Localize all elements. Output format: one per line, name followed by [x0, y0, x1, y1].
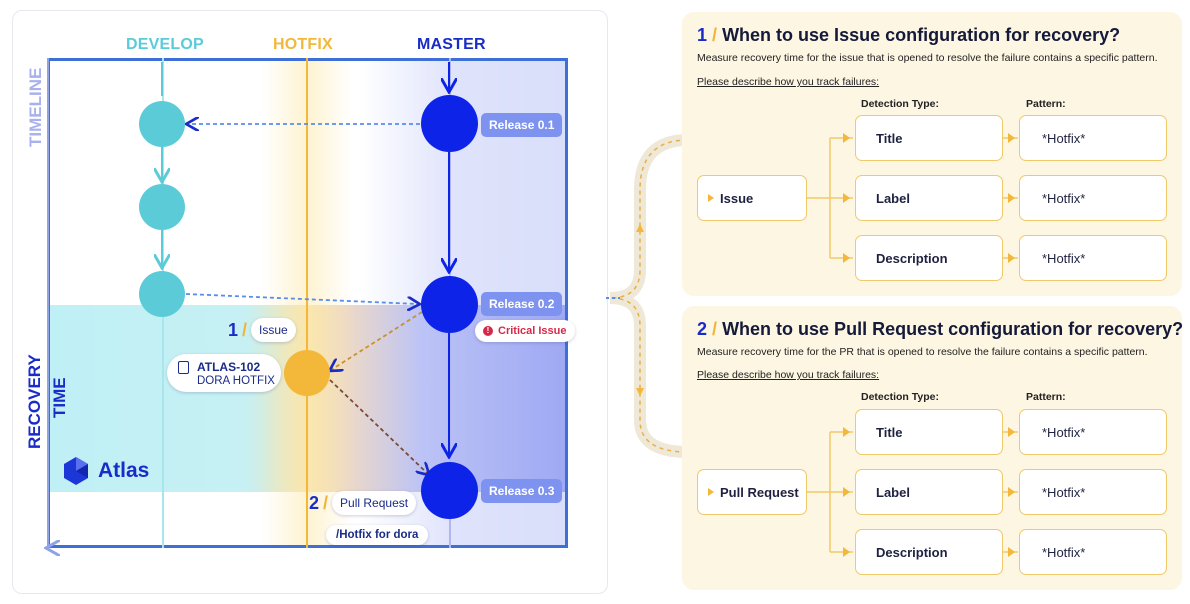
pr-panel-question: Please describe how you track failures:: [697, 369, 880, 381]
step2-pr-bubble: Pull Request: [332, 491, 417, 515]
step1-issue-bubble: Issue: [251, 318, 296, 342]
step2-number: 2: [309, 492, 320, 513]
pr-type-label[interactable]: Label: [855, 469, 1003, 515]
release02-to-hotfix: [331, 311, 423, 370]
issue-detection-caption: Detection Type:: [861, 98, 939, 110]
step1-slash: /: [242, 319, 248, 340]
issue-panel-slash: /: [712, 25, 718, 45]
develop-to-release02: [185, 293, 418, 304]
hotfix-lane-line: [306, 58, 308, 548]
pr-tree-lines: [807, 427, 1018, 557]
issue-source-label: Issue: [720, 190, 754, 206]
step1-indicator: 1 / Issue: [228, 318, 296, 342]
timeline-axis: [47, 58, 49, 548]
pr-pattern-label[interactable]: *Hotfix*: [1019, 469, 1167, 515]
lane-header-master: MASTER: [417, 36, 486, 53]
release-badge-03: Release 0.3: [481, 479, 563, 503]
hotfix-commit-node: [284, 350, 330, 396]
pr-source-box: Pull Request: [697, 469, 807, 515]
develop-commit-1: [139, 101, 185, 147]
panel-connector: [606, 134, 690, 458]
issue-panel-title: 1 / When to use Issue configuration for …: [697, 25, 1120, 46]
master-release-02-node: [421, 276, 478, 333]
alert-icon: !: [483, 326, 493, 336]
issue-type-description[interactable]: Description: [855, 235, 1003, 281]
issue-panel-number: 1: [697, 25, 708, 45]
pr-type-title[interactable]: Title: [855, 409, 1003, 455]
step2-indicator: 2 / Pull Request: [309, 491, 417, 515]
pr-panel-title: 2 / When to use Pull Request configurati…: [697, 319, 1183, 340]
pr-source-caret-icon: [708, 488, 714, 496]
hotfix-to-release03: [329, 379, 428, 474]
master-release-01-node: [421, 95, 478, 152]
lane-header-develop: DEVELOP: [126, 36, 204, 53]
pr-detection-caption: Detection Type:: [861, 391, 939, 403]
release-badge-01: Release 0.1: [481, 113, 563, 137]
issue-panel-subtitle: Measure recovery time for the issue that…: [697, 52, 1158, 64]
master-release-03-node: [421, 462, 478, 519]
atlas-logo-icon: [64, 457, 88, 485]
issue-type-label[interactable]: Label: [855, 175, 1003, 221]
issue-source-caret-icon: [708, 194, 714, 202]
critical-issue-label: Critical Issue: [498, 325, 567, 337]
release-badge-02: Release 0.2: [481, 292, 563, 316]
pr-panel-title-text: When to use Pull Request configuration f…: [722, 319, 1184, 339]
branch-name-pill: /Hotfix for dora: [326, 525, 429, 545]
issue-pattern-caption: Pattern:: [1026, 98, 1066, 110]
critical-issue-badge: ! Critical Issue: [475, 320, 576, 342]
issue-pattern-label[interactable]: *Hotfix*: [1019, 175, 1167, 221]
issue-tree-lines: [807, 133, 1018, 263]
develop-commit-3: [139, 271, 185, 317]
issue-source-box: Issue: [697, 175, 807, 221]
issue-panel-title-text: When to use Issue configuration for reco…: [722, 25, 1121, 45]
issue-panel-question: Please describe how you track failures:: [697, 76, 880, 88]
step2-slash: /: [323, 492, 329, 513]
lane-header-hotfix: HOTFIX: [273, 36, 333, 53]
issue-pattern-description[interactable]: *Hotfix*: [1019, 235, 1167, 281]
pr-type-description[interactable]: Description: [855, 529, 1003, 575]
atlas-logo: Atlas: [60, 455, 149, 487]
pr-panel-slash: /: [712, 319, 718, 339]
issue-type-title[interactable]: Title: [855, 115, 1003, 161]
pr-pattern-description[interactable]: *Hotfix*: [1019, 529, 1167, 575]
clipboard-icon: [178, 361, 189, 374]
ticket-card: ATLAS-102 DORA HOTFIX: [167, 354, 281, 392]
atlas-brand-text: Atlas: [98, 459, 150, 482]
develop-commit-2: [139, 184, 185, 230]
issue-pattern-title[interactable]: *Hotfix*: [1019, 115, 1167, 161]
pr-pattern-title[interactable]: *Hotfix*: [1019, 409, 1167, 455]
ticket-name: DORA HOTFIX: [197, 375, 275, 387]
pr-source-label: Pull Request: [720, 484, 799, 500]
pr-panel-subtitle: Measure recovery time for the PR that is…: [697, 346, 1148, 358]
pr-panel-number: 2: [697, 319, 708, 339]
pr-pattern-caption: Pattern:: [1026, 391, 1066, 403]
ticket-id: ATLAS-102: [197, 360, 261, 374]
step1-number: 1: [228, 319, 239, 340]
flow-arrows: [0, 62, 606, 604]
